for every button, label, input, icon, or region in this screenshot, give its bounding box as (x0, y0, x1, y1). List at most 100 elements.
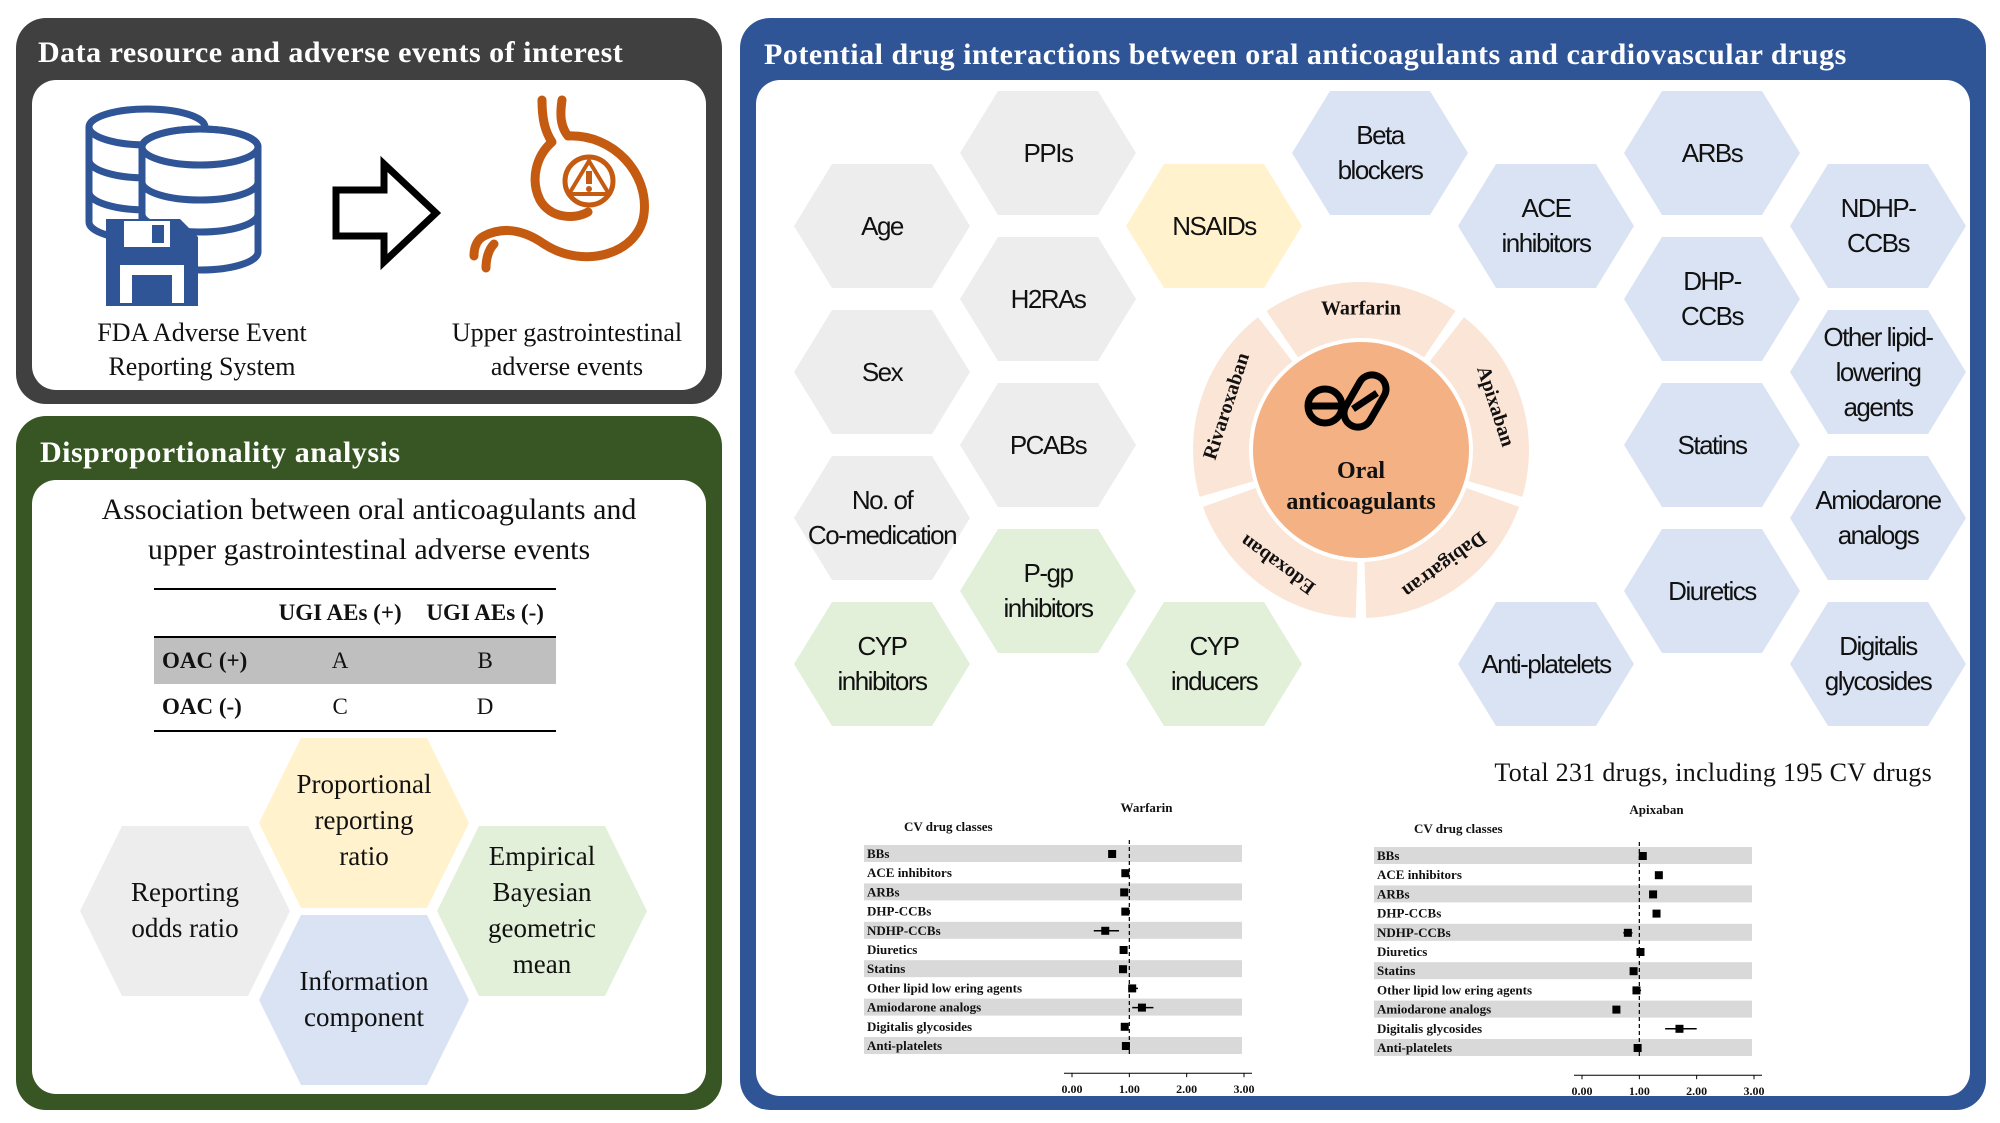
plot-row-band (1374, 885, 1752, 903)
hexagon-label: Anti-platelets (1448, 647, 1644, 682)
oac-label-line2: anticoagulants (1286, 489, 1435, 515)
hexagon-ppis: PPIs (960, 91, 1136, 215)
target-label-line1: Upper gastrointestinal (451, 318, 683, 347)
hexagon-shape (794, 310, 970, 434)
hexagon-label-line: Co-medication (807, 520, 958, 550)
hexagon-label: DHP-CCBs (1614, 264, 1810, 334)
hexagon-shape (1624, 237, 1800, 361)
method-hexagon: Information component (259, 915, 469, 1085)
hexagon-label-line: Anti-platelets (1481, 648, 1612, 679)
plot-row-band (864, 998, 1242, 1016)
hexagon-label-line: Statins (1677, 429, 1749, 460)
plot-title: Apixaban (1629, 802, 1684, 817)
table-cell: A (331, 648, 349, 673)
plot-x-tick-label: 3.00 (1744, 1084, 1765, 1098)
hexagon-label: Sex (784, 355, 980, 390)
method-label-line: Empirical (488, 841, 596, 871)
plot-category-label: Digitalis glycosides (1377, 1021, 1482, 1036)
source-label-line1: FDA Adverse Event (97, 318, 307, 347)
hexagon-shape (1292, 91, 1468, 215)
plot-point (1120, 1022, 1129, 1031)
hexagon-label: Diuretics (1614, 574, 1810, 609)
method-label: Proportional reporting ratio (259, 766, 469, 874)
plot-category-label: Other lipid low ering agents (1377, 982, 1532, 997)
plot-category-label: ACE inhibitors (867, 865, 952, 880)
method-hexagon: Proportional reporting ratio (259, 738, 469, 908)
oac-segment-label: Warfarin (1321, 298, 1401, 320)
hexagon-label-line: inducers (1170, 666, 1259, 696)
hexagon-label-line: DHP- (1683, 266, 1742, 296)
method-label-line: ratio (339, 841, 389, 871)
hexagon-shape (1790, 310, 1966, 434)
hexagon-dhp-ccbs: DHP-CCBs (1624, 237, 1800, 361)
hexagon-label: Age (784, 209, 980, 244)
plot-row-band (1374, 1039, 1752, 1056)
hexagon-shape (80, 826, 290, 996)
hexagon-sex: Sex (794, 310, 970, 434)
hexagon-label: No. of Co-medication (784, 483, 980, 553)
hexagon-label-line: Digitalis (1839, 631, 1918, 661)
plot-point (1101, 926, 1110, 935)
plot-category-label: NDHP-CCBs (1377, 925, 1451, 940)
stomach-warning-icon (469, 95, 649, 273)
hexagon-field: Age PPIs H2RAs Sex PCABs No. of Co-medica… (756, 80, 1970, 760)
plot-x-tick-label: 0.00 (1062, 1082, 1083, 1096)
hexagon-diuretics: Diuretics (1624, 529, 1800, 653)
hexagon-nsaids: NSAIDs (1126, 164, 1302, 288)
hexagon-label-line: glycosides (1824, 666, 1933, 696)
hexagon-shape (1790, 164, 1966, 288)
hexagon-shape (1126, 164, 1302, 288)
plot-category-label: Anti-platelets (1377, 1040, 1452, 1055)
table-row: OAC (-) C D (154, 684, 556, 731)
oac-segment (1266, 282, 1456, 358)
plot-category-label: Statins (1377, 963, 1415, 978)
method-label-line: Proportional (296, 769, 432, 799)
method-label-line: odds ratio (131, 913, 239, 943)
plot-x-tick-label: 2.00 (1176, 1082, 1197, 1096)
table-cell: D (476, 694, 494, 719)
data-resource-title: Data resource and adverse events of inte… (38, 36, 624, 69)
plot-row-band (1374, 962, 1752, 980)
plot-point (1629, 967, 1638, 976)
interactions-title: Potential drug interactions between oral… (764, 38, 1847, 71)
hexagon-h2ras: H2RAs (960, 237, 1136, 361)
hexagon-label-line: inhibitors (1501, 228, 1592, 258)
hexagon-label: PCABs (950, 428, 1146, 463)
plot-point (1128, 984, 1137, 993)
oac-wheel: WarfarinApixabanDabigatranEdoxabanRivaro… (1193, 282, 1529, 618)
plot-point (1675, 1024, 1684, 1033)
hexagon-shape (794, 164, 970, 288)
method-label-line: mean (512, 949, 572, 979)
hexagon-anti-platelets: Anti-platelets (1458, 602, 1634, 726)
plot-category-label: Amiodarone analogs (867, 1000, 981, 1015)
table-cell: C (332, 694, 348, 719)
hexagon-shape (960, 529, 1136, 653)
association-line1: Association between oral anticoagulants … (101, 493, 637, 526)
plot-point (1654, 871, 1663, 880)
plot-point (1612, 1005, 1621, 1014)
hexagon-shape (960, 91, 1136, 215)
plot-category-label: NDHP-CCBs (867, 923, 941, 938)
hexagon-shape (1624, 529, 1800, 653)
oac-segment (1364, 487, 1520, 618)
hexagon-label-line: No. of (851, 485, 914, 515)
hexagon-shape (960, 237, 1136, 361)
plot-category-label: DHP-CCBs (1377, 906, 1441, 921)
hexagon-label-line: CYP (857, 631, 908, 661)
hexagon-shape (259, 915, 469, 1085)
pills-icon (1304, 371, 1390, 431)
plot-point (1121, 1042, 1130, 1050)
target-label-line2: adverse events (490, 352, 644, 381)
plot-category-label: BBs (867, 846, 889, 861)
hexagon-shape (1790, 456, 1966, 580)
hexagon-ndhp-ccbs: NDHP-CCBs (1790, 164, 1966, 288)
hexagon-label: H2RAs (950, 282, 1146, 317)
plot-row-band (864, 960, 1242, 978)
